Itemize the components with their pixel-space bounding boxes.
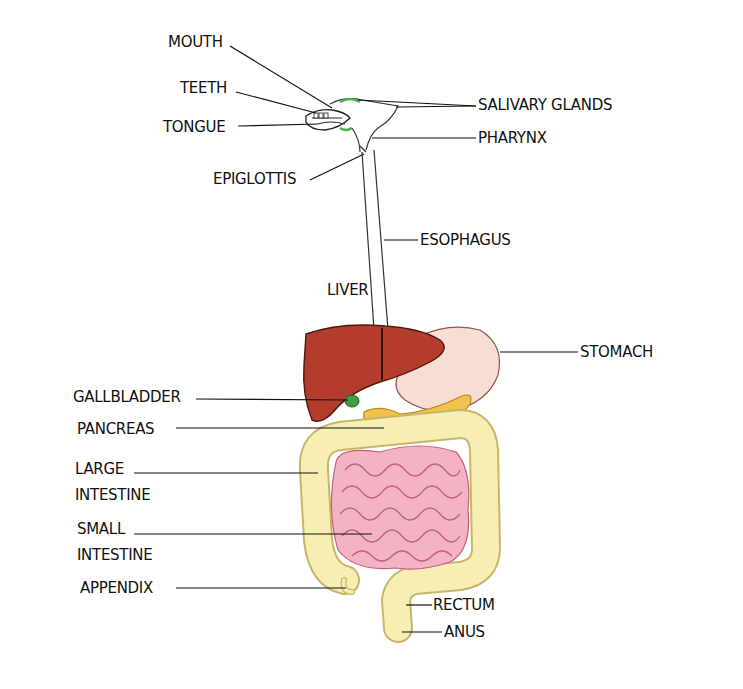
leader-line — [406, 604, 432, 605]
part-label: SALIVARY GLANDS — [478, 92, 678, 118]
part-label: STOMACH — [580, 339, 690, 365]
intestine-fold — [352, 551, 452, 561]
leader-line — [196, 399, 348, 400]
leader-line — [176, 427, 384, 428]
part-label: TEETH — [180, 75, 270, 101]
part-label: SMALL INTESTINE — [77, 516, 177, 568]
tooth — [314, 113, 318, 118]
part-label: ESOPHAGUS — [420, 227, 540, 253]
part-label: LIVER — [327, 277, 407, 303]
pharynx-wall — [352, 128, 360, 152]
salivary-gland — [340, 99, 360, 102]
gallbladder-organ — [345, 395, 359, 407]
part-label: EPIGLOTTIS — [213, 166, 333, 192]
appendix-organ — [344, 580, 352, 592]
leader-line — [396, 106, 476, 107]
esophagus-wall — [362, 152, 374, 330]
small-intestine-organ — [331, 446, 468, 569]
tooth — [324, 113, 328, 118]
part-label: TONGUE — [163, 114, 253, 140]
tongue — [318, 122, 345, 124]
part-label: APPENDIX — [80, 575, 190, 601]
leader-line — [384, 239, 418, 240]
leader-line — [372, 137, 476, 138]
part-label: LARGE INTESTINE — [75, 456, 175, 508]
epiglottis — [360, 146, 366, 152]
leader-line — [230, 46, 332, 108]
part-label: ANUS — [444, 619, 524, 645]
leader-line — [176, 587, 346, 588]
intestine-fold — [345, 464, 460, 476]
leader-line — [358, 100, 476, 106]
leader-line — [500, 351, 578, 352]
tooth — [319, 113, 323, 118]
part-label: MOUTH — [168, 29, 258, 55]
leader-line — [238, 124, 318, 126]
part-label: RECTUM — [433, 592, 533, 618]
leader-line — [134, 533, 372, 534]
part-label: GALLBLADDER — [73, 384, 213, 410]
leader-line — [402, 631, 442, 632]
part-label: PANCREAS — [77, 416, 197, 442]
leader-line — [134, 472, 318, 473]
intestine-fold — [340, 508, 460, 520]
liver-organ — [304, 325, 445, 421]
intestine-fold — [342, 530, 460, 542]
salivary-gland — [340, 128, 352, 130]
appendix-outline — [344, 580, 352, 592]
leader-line — [236, 92, 316, 113]
intestine-fold — [342, 486, 462, 498]
leader-line — [310, 154, 364, 180]
part-label: PHARYNX — [478, 125, 598, 151]
liver-lobe-line — [381, 328, 383, 380]
